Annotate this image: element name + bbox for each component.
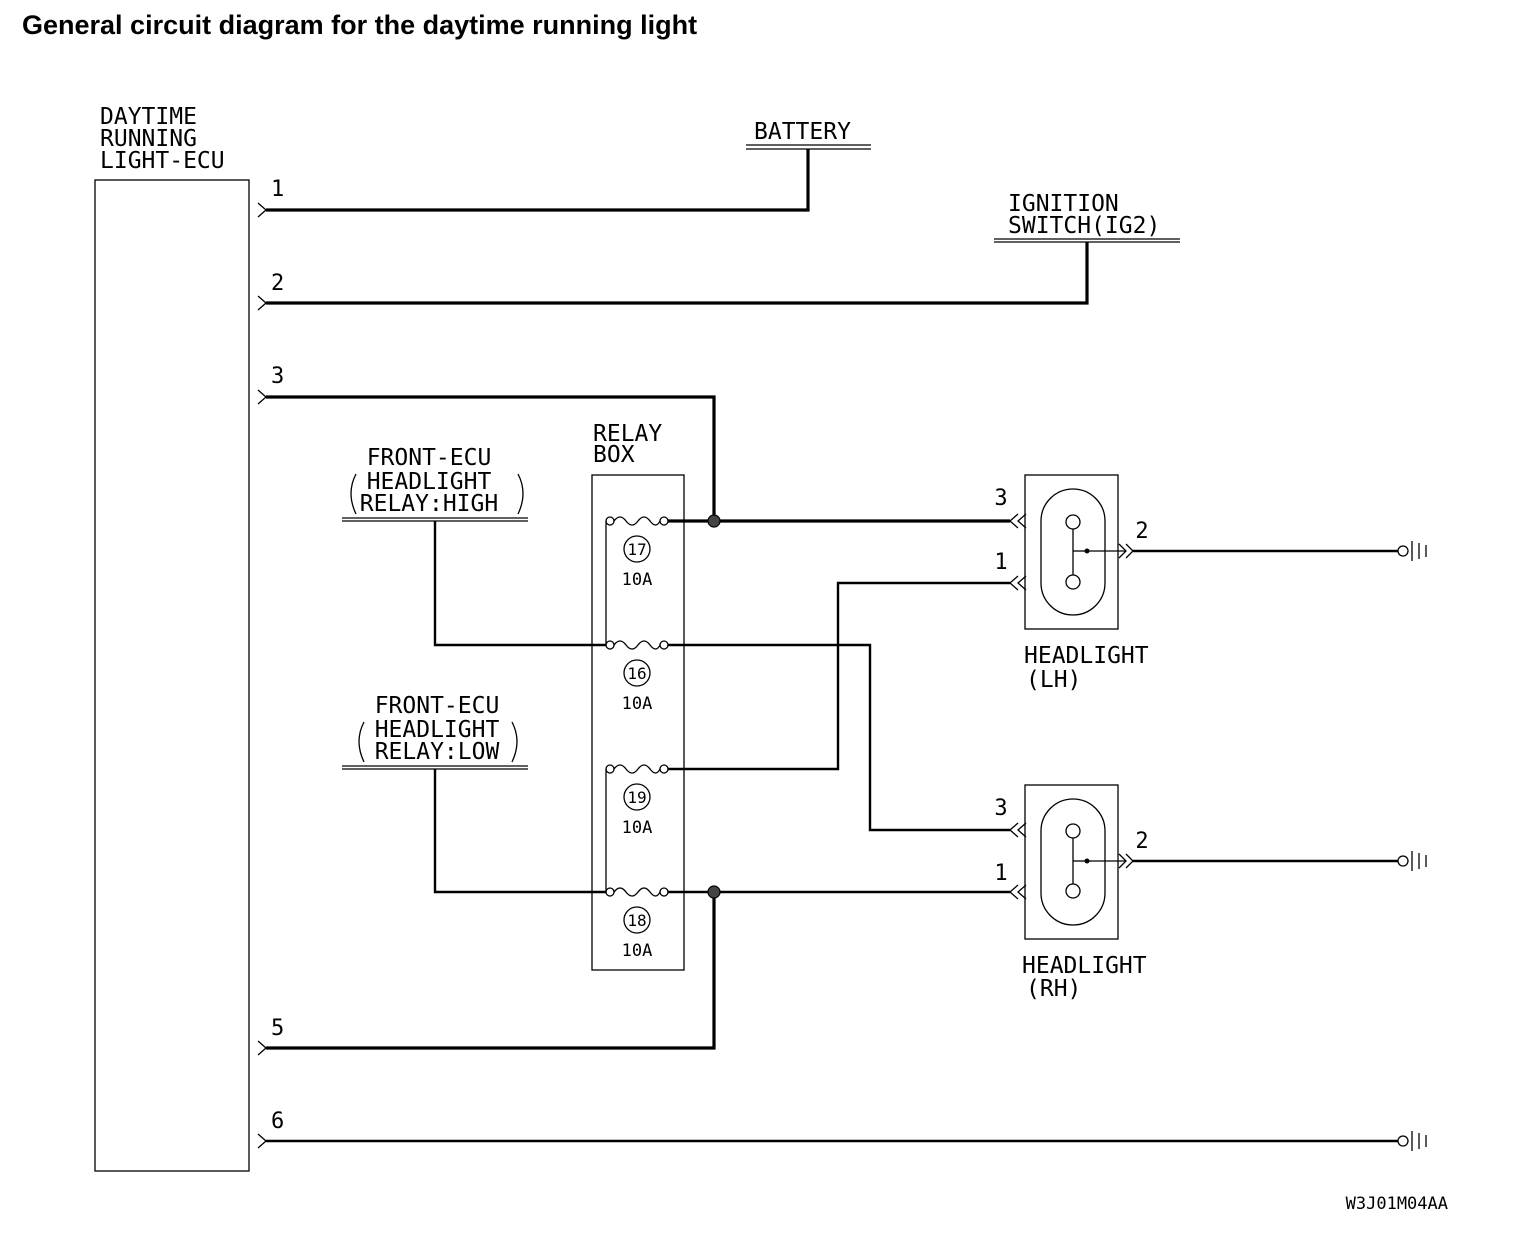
ecu-pin-6: 6 xyxy=(271,1109,284,1134)
headlight-rh-bulb-icon xyxy=(1040,798,1106,926)
headlight-rh-connector-1 xyxy=(1009,884,1027,900)
ecu-pin-3: 3 xyxy=(271,364,284,389)
headlight-lh-connector-3 xyxy=(1009,513,1027,529)
headlight-rh-pin-1: 1 xyxy=(994,861,1007,886)
headlight-rh-connector-3 xyxy=(1009,822,1027,838)
ecu-pin-1: 1 xyxy=(271,177,284,202)
ecu-box xyxy=(94,179,250,1172)
fuse-19-number: 19 xyxy=(627,788,646,807)
front-ecu-high-paren-left xyxy=(350,473,357,515)
relay-box-outline xyxy=(591,474,685,971)
diagram-code: W3J01M04AA xyxy=(1346,1194,1448,1214)
headlight-rh-housing xyxy=(1024,784,1119,940)
battery-terminal: BATTERY xyxy=(746,119,871,150)
headlight-lh-pin-3: 3 xyxy=(994,486,1007,511)
headlight-lh-housing xyxy=(1024,474,1119,630)
headlight-lh-pin-1: 1 xyxy=(994,550,1007,575)
fuse-19: 19 10A xyxy=(605,764,669,838)
relay-box: RELAY BOX xyxy=(591,421,685,971)
wire-ecu3-junction xyxy=(266,395,716,521)
front-ecu-high-line-3: RELAY:HIGH xyxy=(360,491,498,517)
ecu-label-line-2: RUNNING xyxy=(100,126,197,152)
front-ecu-high-line-2: HEADLIGHT xyxy=(367,469,492,495)
ground-icon xyxy=(1397,1131,1427,1151)
ecu-connector-6 xyxy=(257,1133,267,1149)
headlight-lh-label-line-1: HEADLIGHT xyxy=(1024,643,1149,669)
ecu-connector-1 xyxy=(257,202,267,218)
fuse-16-rating: 10A xyxy=(622,694,653,714)
front-ecu-low-line-3: RELAY:LOW xyxy=(375,739,500,765)
fuse-17-rating: 10A xyxy=(622,570,653,590)
ignition-label-line-2: SWITCH(IG2) xyxy=(1008,213,1160,239)
ecu-pin-5: 5 xyxy=(271,1016,284,1041)
ecu-pin-numbers: 1 2 3 5 6 xyxy=(271,177,284,1134)
headlight-lh-connector-1 xyxy=(1009,575,1027,591)
ecu-connector-5 xyxy=(257,1040,267,1056)
fuse-17-number: 17 xyxy=(627,540,646,559)
wire-fuse16-headlight-rh-3 xyxy=(668,643,1010,832)
page-title: General circuit diagram for the daytime … xyxy=(22,10,698,40)
front-ecu-low-paren-left xyxy=(358,721,365,763)
ground-icon xyxy=(1397,851,1427,871)
wire-ecu5-junction xyxy=(266,892,716,1050)
wire-front-ecu-high-fuse16 xyxy=(433,521,606,647)
front-ecu-high-terminal: FRONT-ECU HEADLIGHT RELAY:HIGH xyxy=(342,445,528,522)
front-ecu-low-terminal: FRONT-ECU HEADLIGHT RELAY:LOW xyxy=(342,693,528,770)
headlight-lh-pin-2: 2 xyxy=(1135,519,1148,544)
front-ecu-low-line-2: HEADLIGHT xyxy=(375,717,500,743)
ecu-pin-2: 2 xyxy=(271,271,284,296)
front-ecu-low-paren-right xyxy=(511,721,518,763)
headlight-rh-label-line-1: HEADLIGHT xyxy=(1022,953,1147,979)
headlight-lh-bulb-icon xyxy=(1040,488,1106,616)
headlight-rh-pin-3: 3 xyxy=(994,796,1007,821)
fuse-18: 18 10A xyxy=(605,887,669,961)
wire-junction-lower xyxy=(707,885,721,899)
wire-front-ecu-low-fuse18 xyxy=(433,769,606,894)
wire-junction-upper xyxy=(707,514,721,528)
front-ecu-high-line-1: FRONT-ECU xyxy=(367,445,492,471)
fuse-16-number: 16 xyxy=(627,664,646,683)
front-ecu-low-line-1: FRONT-ECU xyxy=(375,693,500,719)
fuse-19-rating: 10A xyxy=(622,818,653,838)
relay-box-label-line-2: BOX xyxy=(593,442,635,468)
ground-icon xyxy=(1397,541,1427,561)
headlight-rh-pin-2: 2 xyxy=(1135,829,1148,854)
relay-box-label-line-1: RELAY xyxy=(593,421,662,447)
fuse-17: 17 10A xyxy=(605,516,669,590)
drl-ecu: DAYTIME RUNNING LIGHT-ECU xyxy=(94,104,250,1172)
ignition-label-line-1: IGNITION xyxy=(1008,191,1119,217)
fuse-16: 16 10A xyxy=(605,640,669,714)
battery-label: BATTERY xyxy=(754,119,851,145)
fuse-18-rating: 10A xyxy=(622,941,653,961)
ecu-label-line-1: DAYTIME xyxy=(100,104,197,130)
headlight-lh: 3 1 2 HEADLIGHT (LH) xyxy=(994,474,1149,693)
fuse-18-number: 18 xyxy=(627,911,646,930)
wire-fuse19-headlight-lh-1 xyxy=(668,581,1010,771)
headlight-rh-label-line-2: (RH) xyxy=(1026,976,1081,1002)
wire-ecu2-ignition xyxy=(266,242,1089,305)
wire-ecu1-battery xyxy=(266,149,810,212)
ecu-connector-3 xyxy=(257,389,267,405)
ignition-switch-terminal: IGNITION SWITCH(IG2) xyxy=(994,191,1180,243)
headlight-rh: 3 1 2 HEADLIGHT (RH) xyxy=(994,784,1149,1002)
headlight-lh-label-line-2: (LH) xyxy=(1026,667,1081,693)
ecu-connectors xyxy=(257,202,267,1149)
ecu-label-line-3: LIGHT-ECU xyxy=(100,148,225,174)
ecu-connector-2 xyxy=(257,295,267,311)
front-ecu-high-paren-right xyxy=(517,473,524,515)
